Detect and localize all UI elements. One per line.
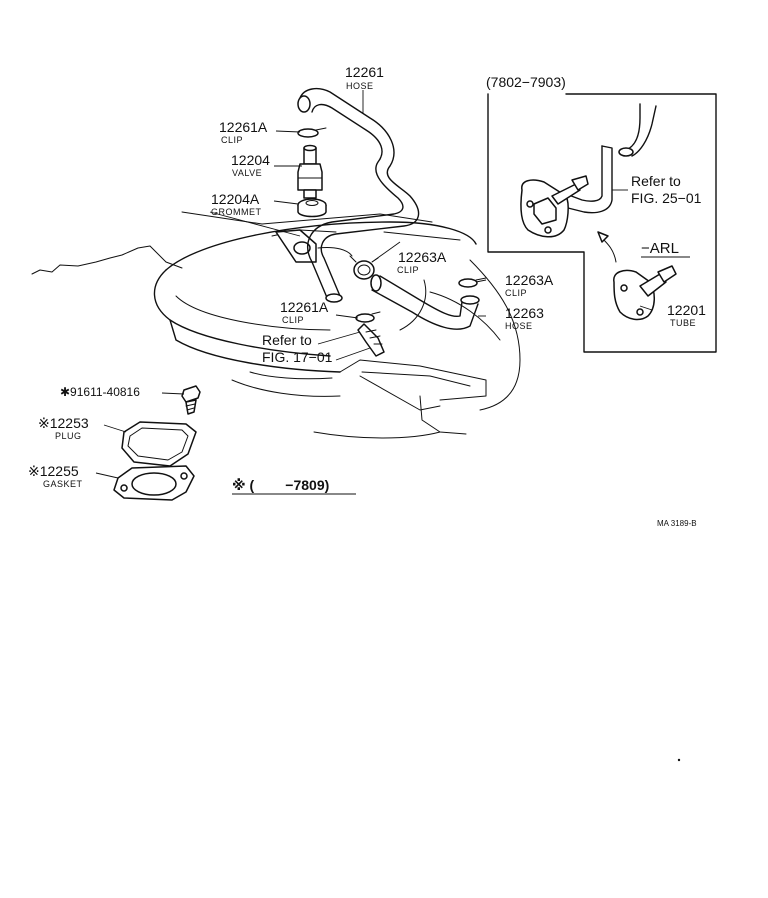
svg-text:12261A: 12261A (219, 119, 268, 135)
label-12263a-clip-right: 12263A CLIP (505, 272, 554, 298)
svg-text:12263: 12263 (505, 305, 544, 321)
svg-text:FIG. 17−01: FIG. 17−01 (262, 349, 333, 365)
pcv-fitting (357, 323, 385, 357)
gasket-12255 (113, 465, 195, 501)
label-12261-hose: 12261 HOSE (345, 64, 384, 91)
inset-arrow (597, 231, 617, 263)
svg-text:HOSE: HOSE (346, 81, 374, 91)
svg-text:12261A: 12261A (280, 299, 329, 315)
leader-lines (95, 90, 653, 479)
svg-text:12263A: 12263A (505, 272, 554, 288)
inset-frame (487, 93, 717, 353)
clip-12263a-right (458, 277, 487, 288)
hose-12261 (297, 87, 420, 303)
label-refer-fig-17: Refer to FIG. 17−01 (262, 332, 333, 365)
svg-text:GROMMET: GROMMET (211, 207, 262, 217)
inset-tube-upper (520, 175, 589, 238)
stray-dot (677, 758, 681, 762)
svg-text:CLIP: CLIP (282, 315, 304, 325)
inset-tube-lower (613, 265, 677, 321)
svg-text:※ ( −7809): ※ ( −7809) (232, 477, 329, 493)
svg-text:GASKET: GASKET (43, 479, 83, 489)
label-12204-valve: 12204 VALVE (231, 152, 270, 178)
svg-text:−ARL: −ARL (641, 240, 679, 257)
svg-text:CLIP: CLIP (397, 265, 419, 275)
svg-text:MA 3189-B: MA 3189-B (657, 519, 697, 528)
clip-12261a-low (355, 311, 381, 323)
label-refer-fig-25: Refer to FIG. 25−01 (631, 173, 702, 206)
svg-text:Refer to: Refer to (262, 332, 312, 348)
svg-text:VALVE: VALVE (232, 168, 262, 178)
svg-text:(7802−7903): (7802−7903) (486, 74, 566, 90)
plug-12253 (121, 421, 197, 467)
label-91611-bolt: ✱91611-40816 (60, 385, 140, 399)
svg-text:12204A: 12204A (211, 191, 260, 207)
svg-text:※12253: ※12253 (38, 415, 89, 431)
svg-text:Refer to: Refer to (631, 173, 681, 189)
inset-hose (565, 103, 657, 214)
svg-text:HOSE: HOSE (505, 321, 533, 331)
svg-text:12204: 12204 (231, 152, 270, 168)
label-12263a-clip-mid: 12263A CLIP (397, 249, 447, 275)
svg-text:CLIP: CLIP (505, 288, 527, 298)
svg-text:※12255: ※12255 (28, 463, 79, 479)
label-12253-plug: ※12253 PLUG (38, 415, 89, 441)
valve-12204 (297, 144, 323, 199)
hose-12263 (370, 274, 480, 330)
label-12201-tube: 12201 TUBE (667, 302, 706, 328)
svg-text:✱91611-40816: ✱91611-40816 (60, 385, 140, 399)
label-12261a-clip-top: 12261A CLIP (219, 119, 268, 145)
svg-text:CLIP: CLIP (221, 135, 243, 145)
label-12263-hose: 12263 HOSE (505, 305, 544, 331)
svg-text:PLUG: PLUG (55, 431, 82, 441)
label-12255-gasket: ※12255 GASKET (28, 463, 83, 489)
svg-text:12263A: 12263A (398, 249, 447, 265)
clip-12261a-top (297, 127, 327, 138)
svg-text:FIG. 25−01: FIG. 25−01 (631, 190, 702, 206)
svg-text:12201: 12201 (667, 302, 706, 318)
label-inset-date-range: (7802−7903) (486, 74, 566, 90)
grommet-12204a (297, 198, 327, 218)
svg-text:TUBE: TUBE (670, 318, 696, 328)
label-drawing-code: MA 3189-B (657, 519, 697, 528)
label-footnote: ※ ( −7809) (232, 477, 356, 495)
svg-text:12261: 12261 (345, 64, 384, 80)
label-12261a-clip-low: 12261A CLIP (280, 299, 329, 325)
label-variant-arl: −ARL (641, 240, 690, 258)
cylinder-head-outline (31, 211, 521, 439)
bolt-91611 (181, 385, 201, 415)
label-12204a-grommet: 12204A GROMMET (211, 191, 262, 217)
